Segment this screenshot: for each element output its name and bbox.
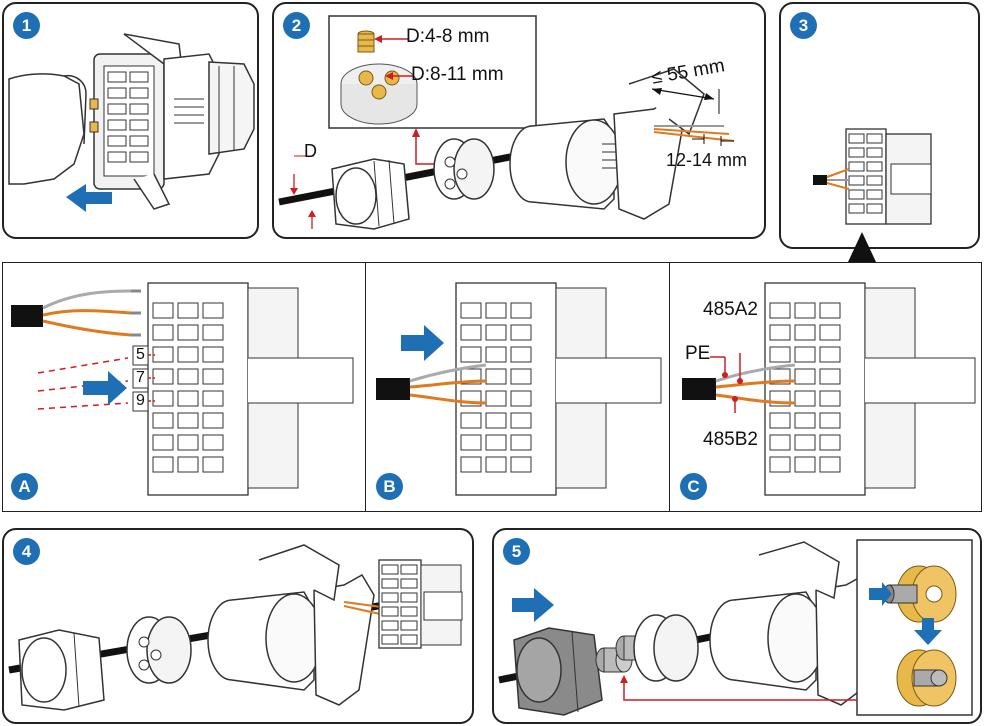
wire-strip-label: 12-14 mm (666, 150, 748, 170)
insert-arrow-a (83, 371, 127, 405)
step-5-badge: 5 (503, 538, 530, 565)
substep-c-illustration (682, 282, 976, 496)
terminal-7-label: 7 (136, 369, 145, 386)
large-seal-graphic (340, 63, 418, 125)
step-2-illustration (278, 15, 735, 230)
step-2-panel: 2 D:4-8 mm D:8-11 mm ≤ 55 mm 12-14 mm D (272, 2, 766, 239)
step-3-illustration (813, 128, 932, 225)
substep-a-panel: 5 7 9 A (2, 262, 366, 512)
step-2-badge: 2 (283, 12, 310, 39)
step-5-illustration (498, 539, 973, 716)
substep-c-badge: C (680, 473, 707, 500)
substep-b-panel: B (365, 262, 670, 512)
insert-arrow-b (401, 325, 444, 361)
terminal-5-label: 5 (136, 346, 145, 363)
substep-b-illustration (376, 282, 662, 496)
substep-b-badge: B (376, 473, 403, 500)
step-3-panel: 3 (779, 2, 980, 249)
seal-small-label: D:4-8 mm (406, 26, 490, 47)
step-3-badge: 3 (790, 12, 817, 39)
label-485b2: 485B2 (703, 429, 758, 450)
push-arrow (512, 588, 554, 622)
inset-seal-top (883, 565, 957, 623)
step-4-illustration (8, 544, 463, 711)
step-4-panel: 4 (2, 528, 474, 724)
step-5-panel: 5 (492, 528, 982, 724)
step-4-badge: 4 (13, 538, 40, 565)
step-1-illustration (8, 33, 255, 212)
step-1-panel: 1 (2, 2, 259, 239)
seal-large-label: D:8-11 mm (411, 64, 504, 85)
step-1-badge: 1 (13, 12, 40, 39)
terminal-9-label: 9 (136, 392, 145, 409)
substep-a-badge: A (11, 473, 38, 500)
label-485a2: 485A2 (703, 299, 758, 320)
substep-a-illustration (11, 282, 354, 496)
pull-arrow (66, 184, 112, 212)
inset-seal-bottom (896, 649, 957, 707)
diameter-label: D (304, 141, 317, 161)
small-seal-graphic (357, 30, 375, 53)
label-pe: PE (685, 343, 711, 364)
substep-c-panel: 485A2 PE 485B2 C (669, 262, 982, 512)
